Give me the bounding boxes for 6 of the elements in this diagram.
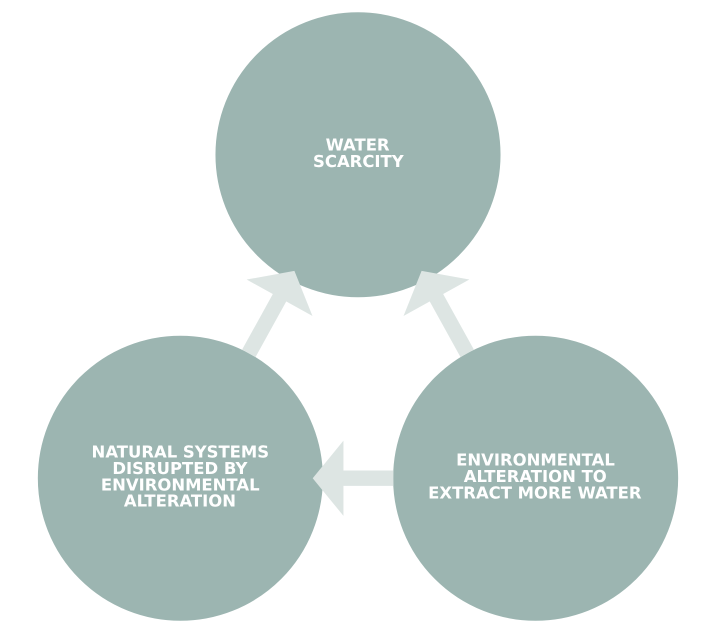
- node-circle: ENVIRONMENTAL ALTERATION TO EXTRACT MORE WATER: [393, 336, 678, 621]
- arrow: [312, 440, 394, 516]
- arrow: [404, 270, 474, 358]
- arrow: [242, 270, 312, 358]
- node-circle: WATER SCARCITY: [215, 12, 501, 298]
- node-circle: NATURAL SYSTEMS DISRUPTED BY ENVIRONMENTAL ALTERATION: [38, 336, 323, 621]
